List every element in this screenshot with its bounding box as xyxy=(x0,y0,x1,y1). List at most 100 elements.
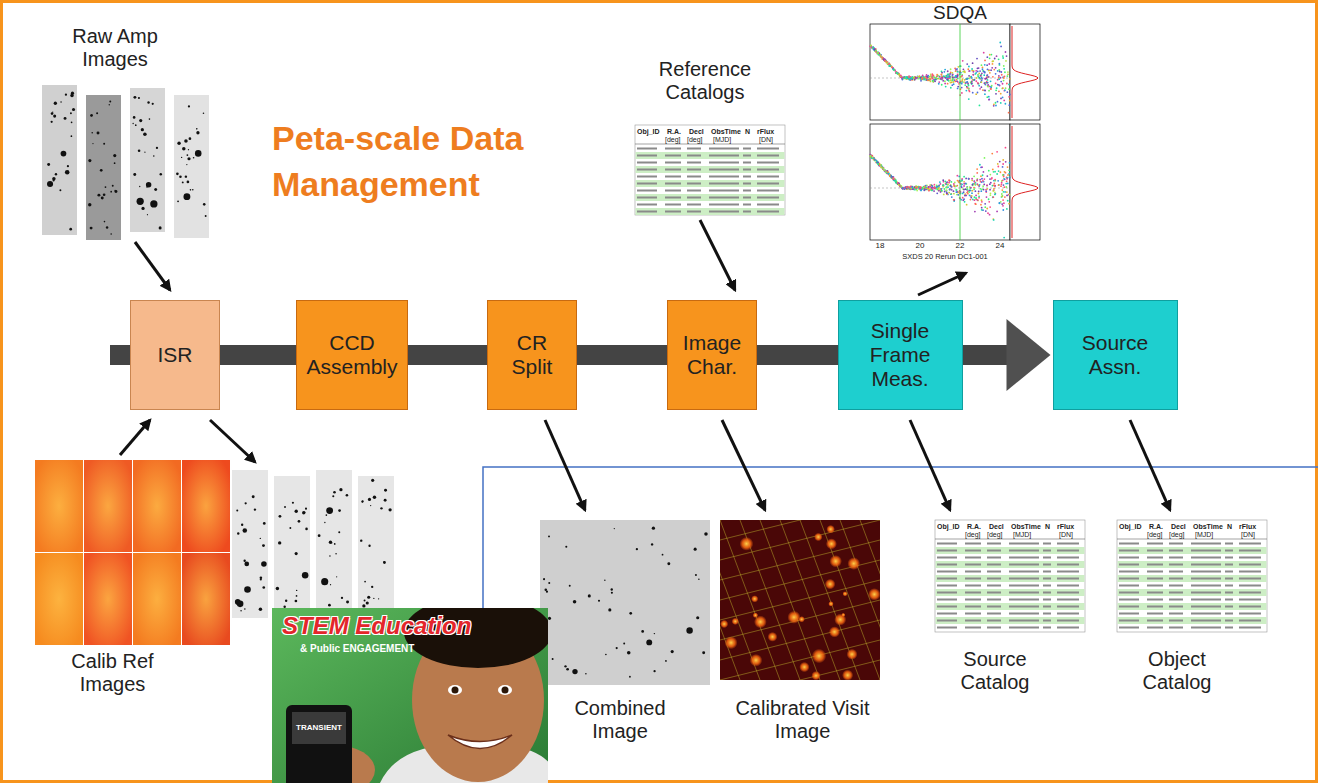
table-rule xyxy=(1117,539,1267,540)
plot-point xyxy=(981,78,983,80)
plot-point xyxy=(987,212,989,214)
plot-point xyxy=(919,76,921,78)
plot-point xyxy=(947,181,949,183)
plot-point xyxy=(966,78,968,80)
plot-point xyxy=(916,77,918,79)
plot-point xyxy=(993,171,995,173)
table-header-cell: [deg] xyxy=(665,136,681,143)
star-dot xyxy=(665,660,667,662)
plot-point xyxy=(930,189,932,191)
plot-point xyxy=(930,75,932,77)
star-dot xyxy=(182,147,186,151)
plot-point xyxy=(902,187,904,189)
star-dot xyxy=(259,607,263,611)
star-dot xyxy=(141,128,144,131)
plot-point xyxy=(936,76,938,78)
plot-point xyxy=(913,77,915,79)
plot-point xyxy=(998,170,1000,172)
star-dot xyxy=(341,597,343,599)
plot-point xyxy=(971,179,973,181)
star-dot xyxy=(636,548,638,550)
table-cell-mark xyxy=(1043,599,1051,601)
plot-point xyxy=(987,79,989,81)
plot-point xyxy=(1006,180,1008,182)
plot-point xyxy=(944,180,946,182)
plot-point xyxy=(1006,91,1008,93)
plot-point xyxy=(936,184,938,186)
table-header-cell: Decl xyxy=(989,523,1004,530)
plot-point xyxy=(995,93,997,95)
plot-point xyxy=(880,164,882,166)
table-cell-mark xyxy=(665,197,681,199)
star-dot xyxy=(70,94,73,97)
plot-point xyxy=(985,189,987,191)
star-dot xyxy=(243,528,248,533)
plot-point xyxy=(1003,202,1005,204)
plot-point xyxy=(943,71,945,73)
plot-point xyxy=(986,208,988,210)
plot-point xyxy=(1005,87,1007,89)
plot-point xyxy=(964,195,966,197)
plot-point xyxy=(929,184,931,186)
star-dot xyxy=(146,182,151,187)
plot-point xyxy=(981,199,983,201)
table-cell-mark xyxy=(1225,585,1233,587)
star-dot xyxy=(627,651,631,655)
table-cell-mark xyxy=(1169,620,1183,622)
plot-point xyxy=(997,163,999,165)
star-dot xyxy=(328,604,331,607)
plot-point xyxy=(977,92,979,94)
plot-point xyxy=(884,59,886,61)
star-dot xyxy=(654,633,655,634)
plot-point xyxy=(896,181,898,183)
plot-point xyxy=(985,210,987,212)
plot-point xyxy=(893,179,895,181)
plot-point xyxy=(950,72,952,74)
table-cell-mark xyxy=(987,550,1001,552)
table-cell-mark xyxy=(743,162,751,164)
star-dot xyxy=(71,121,73,123)
plot-point xyxy=(998,90,1000,92)
star-dot xyxy=(156,147,158,149)
plot-point xyxy=(923,79,925,81)
plot-point xyxy=(961,80,963,82)
leader-arrow xyxy=(1130,420,1170,510)
table-header-cell: ObsTime xyxy=(1193,523,1223,530)
table-cell-mark xyxy=(637,211,657,213)
plot-point xyxy=(872,157,874,159)
plot-point xyxy=(926,78,928,80)
plot-point xyxy=(935,77,937,79)
table-cell-mark xyxy=(1043,592,1051,594)
plot-point xyxy=(913,77,915,79)
star-dot xyxy=(110,233,112,235)
plot-point xyxy=(900,75,902,77)
table-row xyxy=(636,166,785,173)
plot-point xyxy=(931,187,933,189)
plot-point xyxy=(981,64,983,66)
table-cell-mark xyxy=(1147,606,1163,608)
plot-point xyxy=(995,73,997,75)
star-dot xyxy=(147,214,148,215)
plot-point xyxy=(975,80,977,82)
star-dot xyxy=(97,132,100,135)
source-blob xyxy=(842,670,853,680)
plot-point xyxy=(943,185,945,187)
plot-point xyxy=(902,187,904,189)
star-dot xyxy=(362,500,364,502)
plot-point xyxy=(889,175,891,177)
plot-point xyxy=(885,172,887,174)
plot-point xyxy=(990,54,992,56)
star-dot xyxy=(332,495,334,497)
star-dot xyxy=(182,181,184,183)
plot-point xyxy=(957,70,959,72)
plot-point xyxy=(896,72,898,74)
table-cell-mark xyxy=(987,599,1001,601)
grid-line xyxy=(720,620,880,660)
star-dot xyxy=(150,200,157,207)
table-cell-mark xyxy=(687,148,701,150)
plot-point xyxy=(1002,83,1004,85)
plot-point xyxy=(944,83,946,85)
star-dot xyxy=(179,175,182,178)
